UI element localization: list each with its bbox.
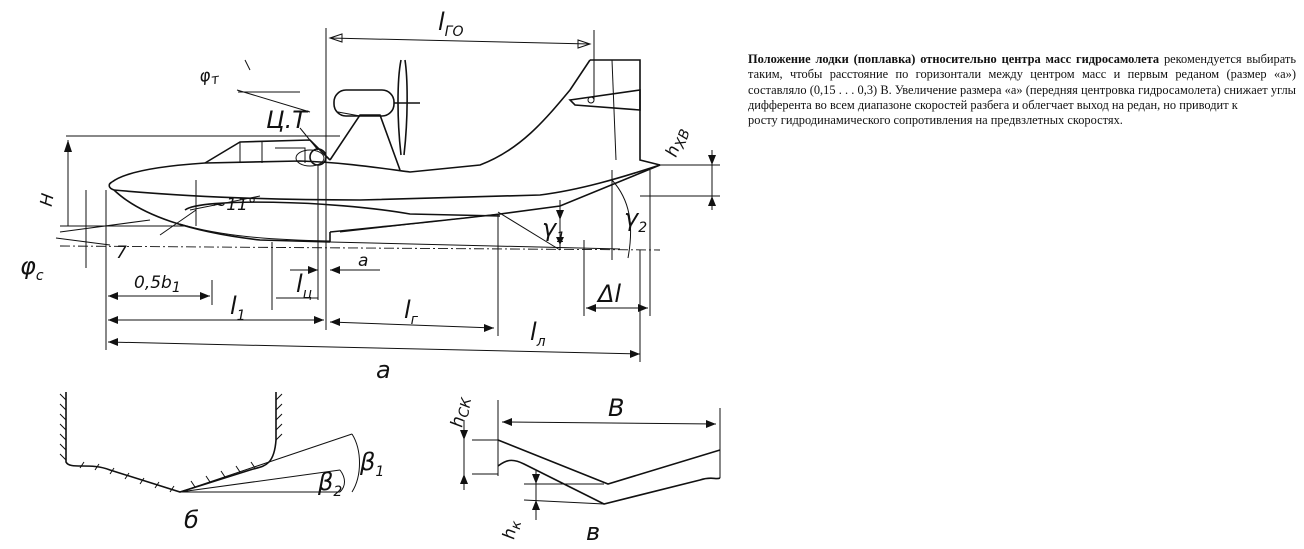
caption-v: в bbox=[586, 518, 600, 546]
label-a-small: a bbox=[358, 251, 368, 271]
label-l-l: lл bbox=[530, 318, 546, 350]
fuselage-outline bbox=[108, 59, 661, 243]
label-h-sk: hСК bbox=[447, 394, 475, 429]
dimension-lines bbox=[55, 28, 720, 362]
label-seven: 7 bbox=[116, 243, 127, 263]
label-cg: Ц.Т bbox=[266, 106, 309, 134]
horizontal-tail bbox=[568, 89, 641, 111]
label-phi-s: φс bbox=[20, 252, 44, 284]
label-l-go: lГО bbox=[438, 8, 464, 40]
label-gamma1: γ1 bbox=[542, 214, 565, 246]
label-delta-l: Δl bbox=[596, 280, 621, 308]
caption-a: а bbox=[376, 356, 391, 384]
label-l1: l1 bbox=[230, 292, 246, 324]
seaplane-hull-figure: lГО φт Ц.Т hХВ H ~11° 7 φс γ1 γ2 a lц 0,… bbox=[20, 8, 721, 546]
figure-drawing: lГО φт Ц.Т hХВ H ~11° 7 φс γ1 γ2 a lц 0,… bbox=[20, 8, 721, 546]
paragraph-2: росту гидродинамического сопротивления н… bbox=[748, 113, 1123, 128]
paragraph-1-bold: Положение лодки (поплавка) относительно … bbox=[748, 52, 1160, 66]
section-b bbox=[59, 392, 360, 493]
wing-ref bbox=[337, 111, 361, 117]
label-h-k: hк bbox=[499, 518, 525, 541]
label-angle-11: ~11° bbox=[212, 195, 256, 215]
label-l2: lг bbox=[404, 296, 419, 328]
label-gamma2: γ2 bbox=[624, 204, 647, 236]
label-H: H bbox=[37, 192, 59, 208]
label-B: B bbox=[608, 394, 624, 422]
paragraph-1-rest: рекомендуется выбирать таким, чтобы расс… bbox=[748, 52, 1296, 112]
engine-nacelle bbox=[329, 59, 420, 171]
label-beta2: β2 bbox=[317, 468, 342, 500]
label-l-c: lц bbox=[296, 270, 312, 302]
label-beta1: β1 bbox=[359, 448, 384, 480]
paragraph-1: Положение лодки (поплавка) относительно … bbox=[748, 52, 1296, 113]
label-h-xv: hХВ bbox=[662, 125, 694, 161]
label-phi-t: φт bbox=[198, 64, 221, 90]
label-half-b1: 0,5b1 bbox=[134, 273, 181, 296]
figure-labels: lГО φт Ц.Т hХВ H ~11° 7 φс γ1 γ2 a lц 0,… bbox=[20, 8, 694, 546]
caption-b: б bbox=[184, 506, 199, 534]
body-text: Положение лодки (поплавка) относительно … bbox=[748, 52, 1296, 128]
section-v bbox=[460, 400, 721, 520]
